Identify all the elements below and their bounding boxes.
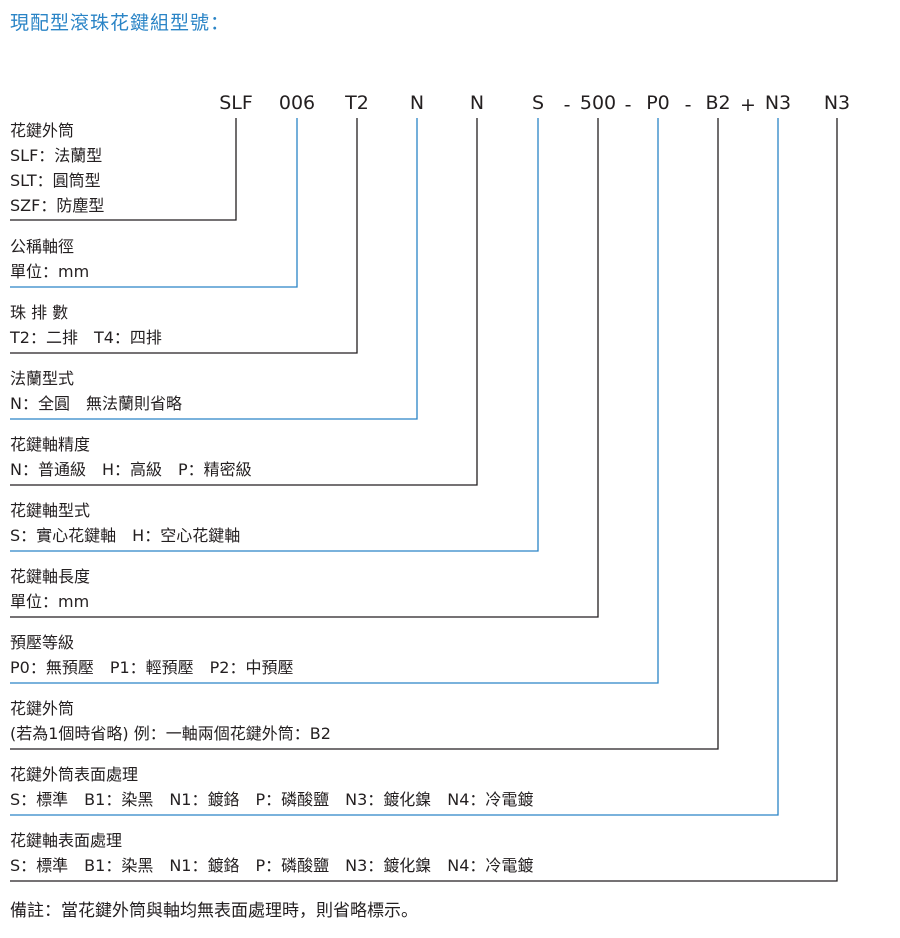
desc-block-shaft-type: 花鍵軸型式 S：實心花鍵軸 H：空心花鍵軸 bbox=[10, 498, 240, 548]
code-part-outer-surface: N3 bbox=[764, 92, 792, 114]
block-title: 花鍵軸型式 bbox=[10, 501, 91, 520]
block-line: 單位：mm bbox=[10, 262, 90, 281]
desc-block-flange-type: 法蘭型式 N：全圓 無法蘭則省略 bbox=[10, 366, 182, 416]
code-part-shaft-type: S bbox=[531, 92, 545, 114]
block-title: 花鍵軸精度 bbox=[10, 435, 91, 454]
block-title: 珠 排 數 bbox=[10, 303, 69, 322]
block-title: 花鍵外筒 bbox=[10, 699, 75, 718]
block-line: SLT：圓筒型 bbox=[10, 171, 101, 190]
code-part-shaft-accuracy: N bbox=[469, 92, 485, 114]
block-line: S：標準 B1：染黑 N1：鍍鉻 P：磷酸鹽 N3：鍍化鎳 N4：冷電鍍 bbox=[10, 856, 534, 875]
footnote: 備註：當花鍵外筒與軸均無表面處理時，則省略標示。 bbox=[10, 901, 418, 921]
code-part-flange-type: N bbox=[409, 92, 425, 114]
block-title: 花鍵外筒 bbox=[10, 121, 75, 140]
desc-block-ball-rows: 珠 排 數 T2：二排 T4：四排 bbox=[10, 300, 162, 350]
block-title: 公稱軸徑 bbox=[10, 237, 75, 256]
block-line: (若為1個時省略) 例：一軸兩個花鍵外筒：B2 bbox=[10, 724, 331, 743]
code-part-preload: P0 bbox=[646, 92, 670, 114]
block-line: S：實心花鍵軸 H：空心花鍵軸 bbox=[10, 526, 241, 545]
block-line: N：普通級 H：高級 P：精密級 bbox=[10, 460, 252, 479]
desc-block-shaft-length: 花鍵軸長度 單位：mm bbox=[10, 564, 90, 614]
block-line: T2：二排 T4：四排 bbox=[10, 328, 162, 347]
block-line: SLF：法蘭型 bbox=[10, 146, 103, 165]
block-title: 花鍵軸表面處理 bbox=[10, 831, 123, 850]
desc-block-preload: 預壓等級 P0：無預壓 P1：輕預壓 P2：中預壓 bbox=[10, 630, 294, 680]
code-part-outer-count: B2 bbox=[705, 92, 731, 114]
code-part-shaft-length: 500 bbox=[579, 92, 617, 114]
block-line: SZF：防塵型 bbox=[10, 196, 105, 215]
block-line: S：標準 B1：染黑 N1：鍍鉻 P：磷酸鹽 N3：鍍化鎳 N4：冷電鍍 bbox=[10, 790, 534, 809]
code-part-outer-type: SLF bbox=[219, 92, 253, 114]
code-plus: + bbox=[740, 94, 756, 116]
block-title: 花鍵軸長度 bbox=[10, 567, 91, 586]
code-part-ball-rows: T2 bbox=[345, 92, 369, 114]
block-line: P0：無預壓 P1：輕預壓 P2：中預壓 bbox=[10, 658, 294, 677]
block-title: 法蘭型式 bbox=[10, 369, 75, 388]
desc-block-shaft-surface: 花鍵軸表面處理 S：標準 B1：染黑 N1：鍍鉻 P：磷酸鹽 N3：鍍化鎳 N4… bbox=[10, 828, 533, 878]
desc-block-shaft-diameter: 公稱軸徑 單位：mm bbox=[10, 234, 89, 284]
block-line: N：全圓 無法蘭則省略 bbox=[10, 394, 182, 413]
code-part-shaft-diameter: 006 bbox=[278, 92, 316, 114]
page-title: 現配型滾珠花鍵組型號： bbox=[10, 12, 231, 34]
desc-block-outer-type: 花鍵外筒 SLF：法蘭型 SLT：圓筒型 SZF：防塵型 bbox=[10, 118, 104, 218]
block-title: 花鍵外筒表面處理 bbox=[10, 765, 139, 784]
desc-block-outer-surface: 花鍵外筒表面處理 S：標準 B1：染黑 N1：鍍鉻 P：磷酸鹽 N3：鍍化鎳 N… bbox=[10, 762, 533, 812]
desc-block-outer-count: 花鍵外筒 (若為1個時省略) 例：一軸兩個花鍵外筒：B2 bbox=[10, 696, 331, 746]
code-separator: - bbox=[684, 94, 692, 116]
block-title: 預壓等級 bbox=[10, 633, 75, 652]
code-part-shaft-surface: N3 bbox=[823, 92, 851, 114]
block-line: 單位：mm bbox=[10, 592, 90, 611]
desc-block-shaft-accuracy: 花鍵軸精度 N：普通級 H：高級 P：精密級 bbox=[10, 432, 252, 482]
code-separator: - bbox=[624, 94, 632, 116]
code-separator: - bbox=[563, 94, 571, 116]
